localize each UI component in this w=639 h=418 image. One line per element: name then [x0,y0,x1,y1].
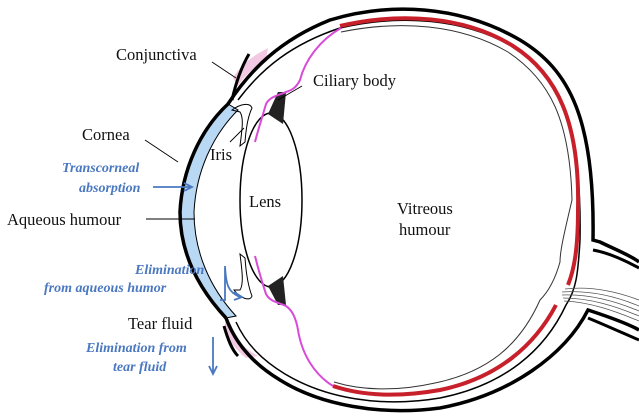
leader-iris [229,127,245,143]
optic-nerve [561,287,639,322]
conjunctiva-lower-tissue [224,318,258,358]
route-arrows [153,182,245,377]
aqueous-elim-arrow-down [220,268,226,301]
retina [339,16,581,286]
conjunctiva-upper-tissue [233,48,268,86]
label-ciliary-body: Ciliary body [313,71,397,90]
iris-upper [230,103,253,148]
label-tear-fluid: Tear fluid [128,314,193,333]
aqueous-elim-arrowhead [233,291,245,301]
route-transcorneal-1: Transcorneal [62,161,139,176]
conjunctiva-lower [222,325,240,358]
sclera-outer [224,7,639,413]
leader-ciliary [277,85,303,101]
transcorneal-arrowhead [183,182,195,192]
ciliary-body-lower [254,255,334,387]
leader-lines [144,61,303,220]
tear-elim-arrowhead [208,365,218,377]
ciliary-body-upper [254,27,342,143]
leader-conjunctiva [211,61,237,79]
optic-nerve-sheath-bottom [587,316,639,342]
label-iris: Iris [210,145,232,164]
route-aqueous-elim-2: from aqueous humor [44,281,167,296]
aqueous-elim-arrow [224,265,241,298]
sclera-inner [235,19,581,403]
route-transcorneal-2: absorption [79,181,141,196]
label-lens: Lens [249,192,281,211]
cornea-outer-edge [178,102,230,320]
conjunctiva-upper [230,53,251,101]
choroid-line [333,25,573,390]
route-tear-elim-2: tear fluid [113,360,167,375]
label-vitreous-1: Vitreous [397,199,453,218]
label-cornea: Cornea [82,125,130,144]
iris-lower [232,252,253,300]
zonule-lower [268,276,286,305]
zonule-upper [268,92,286,124]
retina-lower [332,304,558,397]
leader-cornea [144,139,179,163]
label-vitreous-2: humour [399,220,451,239]
cornea [179,103,239,319]
optic-nerve-sheath-top [592,248,639,270]
route-aqueous-elim-1: Elimination [134,263,204,278]
route-tear-elim-1: Elimination from [85,341,187,356]
label-aqueous-humour: Aqueous humour [7,210,122,229]
label-conjunctiva: Conjunctiva [116,45,197,64]
